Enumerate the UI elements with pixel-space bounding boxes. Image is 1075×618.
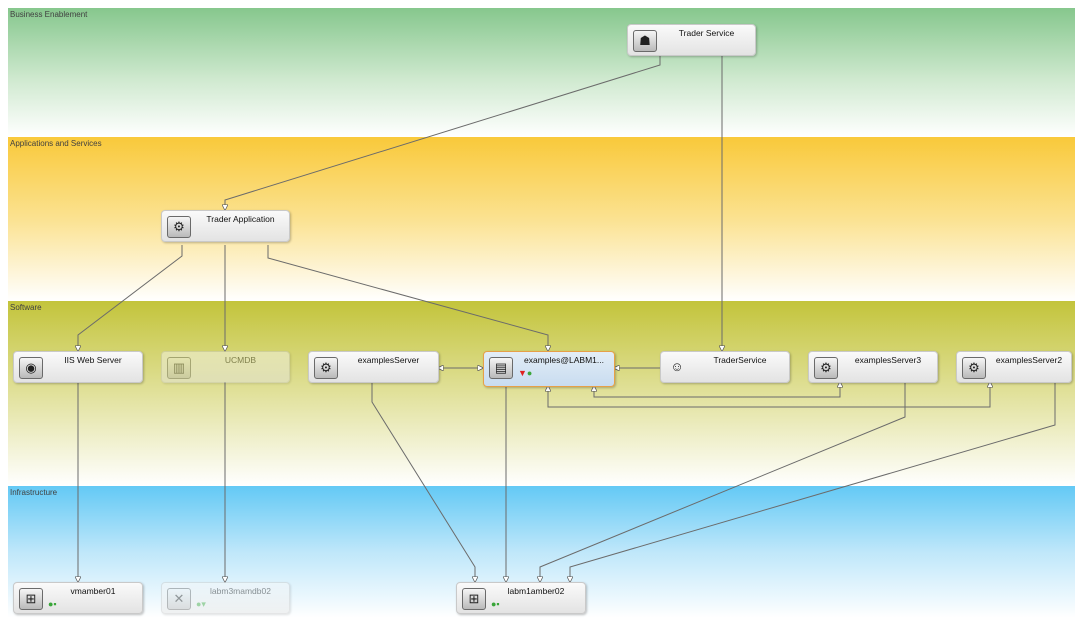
node-label: examples@LABM1... — [524, 355, 604, 365]
node-labm1amber02[interactable]: ⊞ labm1amber02 ●▪ — [456, 582, 586, 614]
node-label: examplesServer3 — [854, 355, 922, 365]
web-server-icon: ◉ — [19, 357, 43, 379]
node-labm3mamdb02[interactable]: ✕ labm3mamdb02 ●▾ — [161, 582, 290, 614]
database-icon: ▥ — [167, 357, 191, 379]
status-indicators: ▼● — [518, 368, 532, 378]
node-label: examplesServer — [357, 355, 420, 365]
node-label: TraderService — [713, 355, 767, 365]
node-examples-server[interactable]: ⚙ examplesServer — [308, 351, 439, 383]
service-user-icon: ☺ — [670, 359, 684, 374]
critical-triangle-icon: ▼ — [518, 368, 527, 378]
node-iis-web-server[interactable]: ◉ IIS Web Server — [13, 351, 143, 383]
gear-icon: ⚙ — [962, 357, 986, 379]
layer-label: Applications and Services — [10, 139, 102, 148]
business-service-icon: ☗ — [633, 30, 657, 52]
green-status-icon: ●▾ — [196, 599, 206, 609]
layer-label: Software — [10, 303, 42, 312]
status-indicators: ●▾ — [196, 599, 206, 609]
windows-host-icon: ⊞ — [19, 588, 43, 610]
node-trader-application[interactable]: ⚙ Trader Application — [161, 210, 290, 242]
gear-icon: ⚙ — [167, 216, 191, 238]
windows-host-icon: ⊞ — [462, 588, 486, 610]
node-trader-service[interactable]: ☗ Trader Service — [627, 24, 756, 56]
application-window-icon: ▤ — [489, 357, 513, 379]
node-traderservice[interactable]: ☺ TraderService — [660, 351, 790, 383]
layer-business-enablement: Business Enablement — [8, 8, 1075, 137]
status-indicators: ●▪ — [491, 599, 500, 609]
green-status-icon: ●▪ — [48, 599, 57, 609]
status-indicators: ●▪ — [48, 599, 57, 609]
node-examples-server3[interactable]: ⚙ examplesServer3 — [808, 351, 938, 383]
node-label: Trader Service — [678, 28, 735, 38]
gear-icon: ⚙ — [814, 357, 838, 379]
node-vmamber01[interactable]: ⊞ vmamber01 ●▪ — [13, 582, 143, 614]
layer-label: Infrastructure — [10, 488, 58, 497]
node-ucmdb[interactable]: ▥ UCMDB — [161, 351, 290, 383]
layer-software: Software — [8, 301, 1075, 486]
node-label: labm3mamdb02 — [210, 586, 271, 596]
green-status-icon: ● — [526, 368, 533, 378]
node-examples-labm1[interactable]: ▤ examples@LABM1... ▼● — [483, 351, 615, 387]
node-label: examplesServer2 — [995, 355, 1063, 365]
host-icon: ✕ — [167, 588, 191, 610]
layer-label: Business Enablement — [10, 10, 88, 19]
node-label: UCMDB — [224, 355, 257, 365]
node-label: Trader Application — [206, 214, 275, 224]
node-examples-server2[interactable]: ⚙ examplesServer2 — [956, 351, 1072, 383]
node-label: labm1amber02 — [507, 586, 565, 596]
green-status-icon: ●▪ — [491, 599, 500, 609]
node-label: vmamber01 — [70, 586, 116, 596]
node-label: IIS Web Server — [64, 355, 122, 365]
gear-icon: ⚙ — [314, 357, 338, 379]
